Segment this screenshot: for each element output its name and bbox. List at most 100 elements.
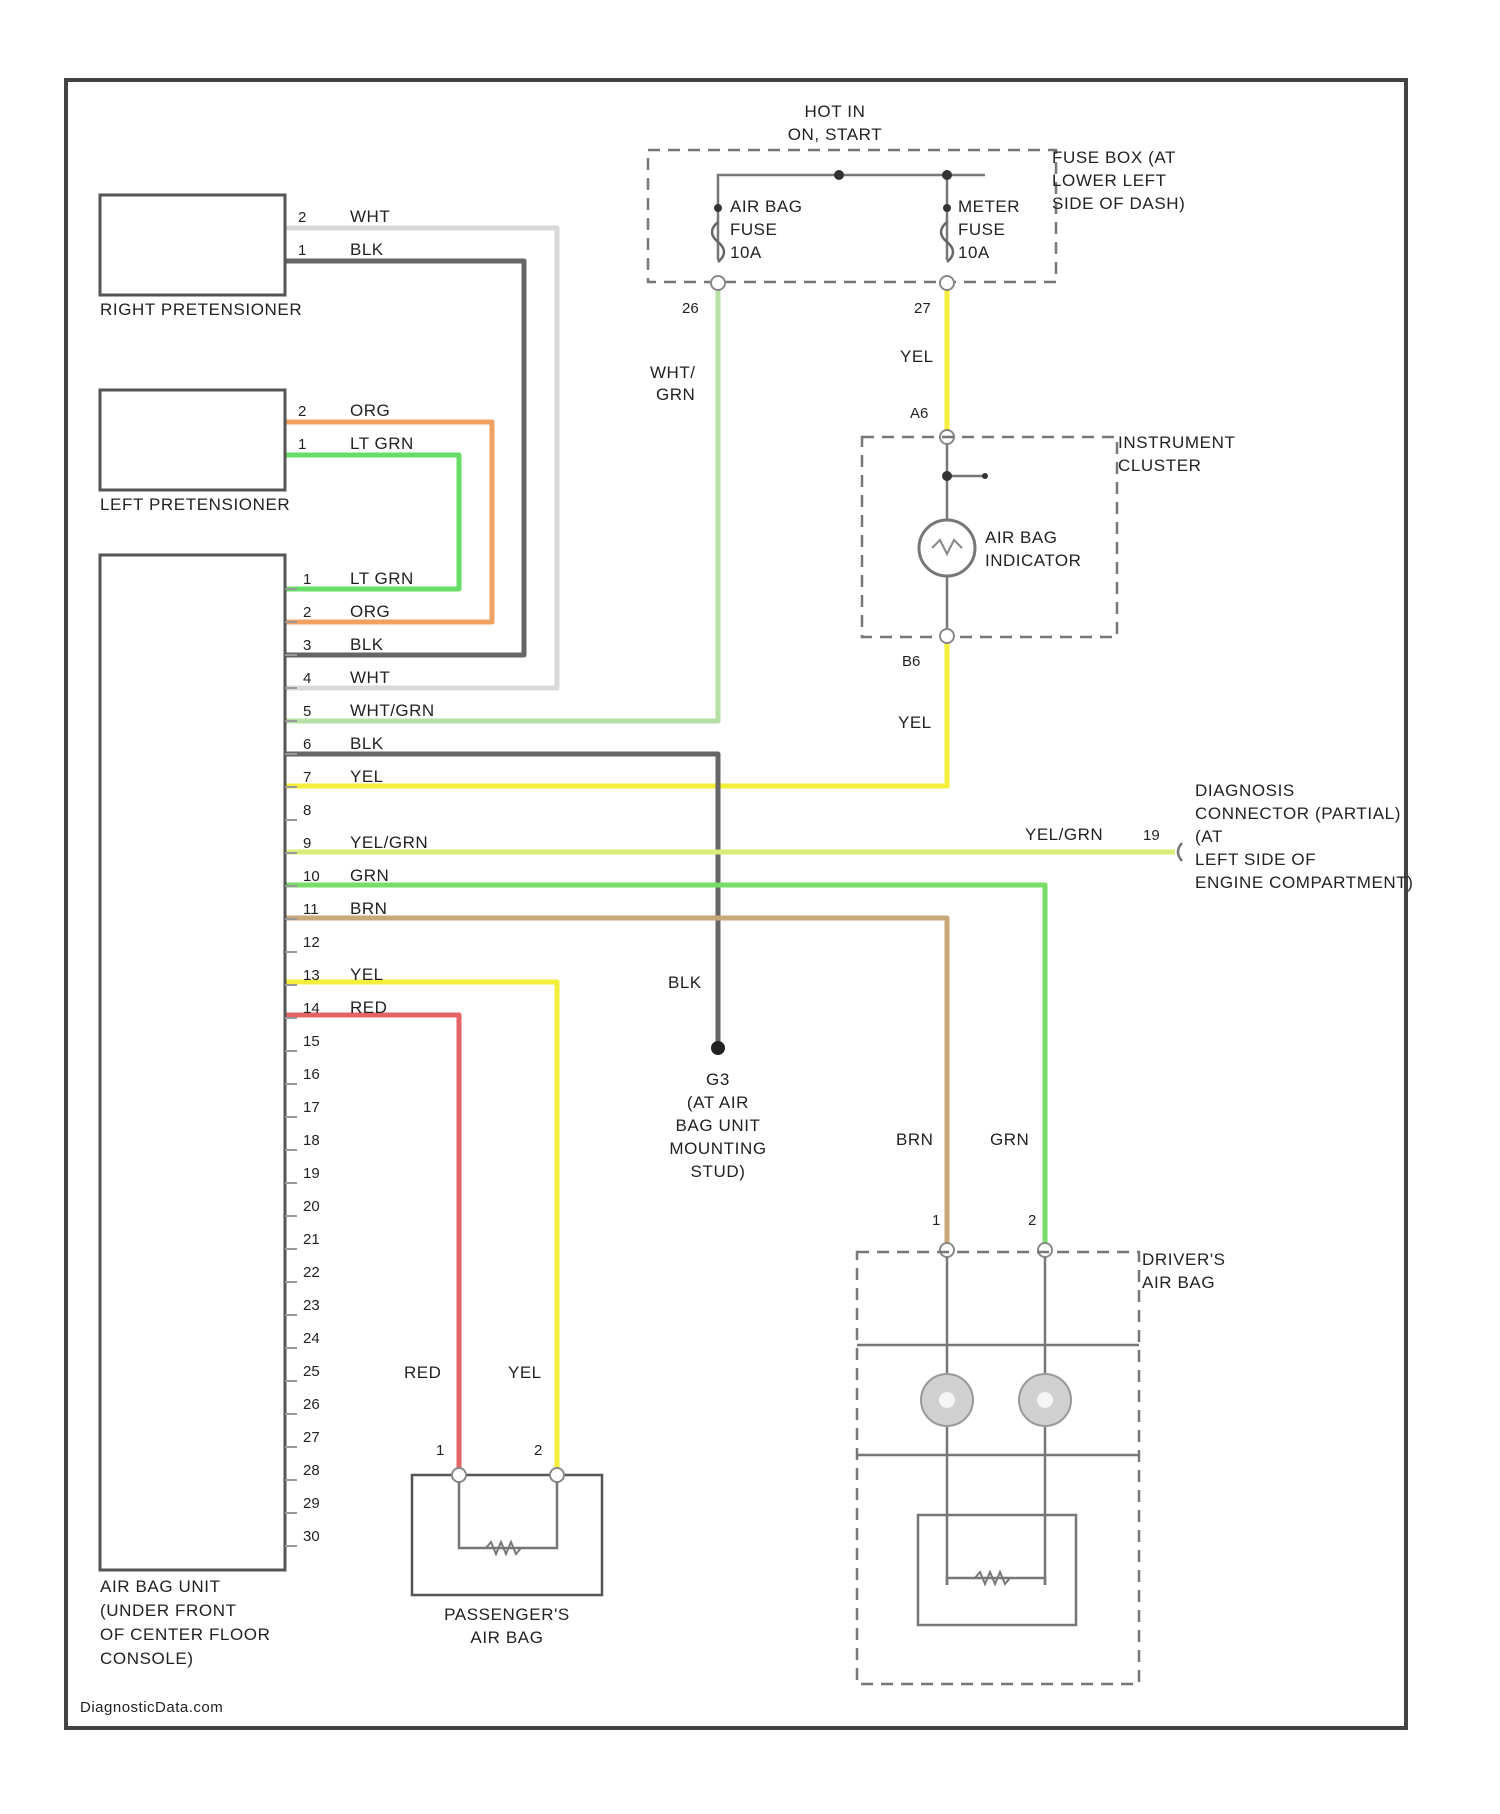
wire-right-pre-blk [285, 261, 524, 655]
unit-pin-number: 19 [303, 1165, 320, 1182]
fuse-box-label: FUSE BOX (AT [1052, 148, 1176, 167]
ground-label: (AT AIR [687, 1093, 749, 1112]
connector-pin [940, 276, 954, 290]
unit-pin-number: 3 [303, 637, 311, 654]
wire-right-pre-wht [285, 228, 557, 688]
unit-pin-number: 25 [303, 1363, 320, 1380]
cluster-label: CLUSTER [1118, 456, 1202, 475]
connector-pin [940, 629, 954, 643]
unit-pin-wire-color: BRN [350, 899, 387, 918]
diagnosis-connector-label: ENGINE COMPARTMENT) [1195, 873, 1414, 892]
unit-pin-number: 30 [303, 1528, 320, 1545]
connector-pin [711, 276, 725, 290]
driver-air-bag-outline [857, 1252, 1139, 1684]
pin-label: 1 [932, 1212, 940, 1229]
indicator-label: INDICATOR [985, 551, 1081, 570]
unit-pin-number: 15 [303, 1033, 320, 1050]
unit-pin-wire-color: YEL [350, 965, 384, 984]
cluster-junction-dot [942, 471, 952, 481]
unit-pin-wire-color: YEL/GRN [350, 833, 428, 852]
ground-label: STUD) [691, 1162, 746, 1181]
unit-pin-number: 23 [303, 1297, 320, 1314]
unit-pin-number: 26 [303, 1396, 320, 1413]
connector-pin [550, 1468, 564, 1482]
air-bag-unit-label: AIR BAG UNIT [100, 1577, 221, 1596]
instrument-cluster: A6 AIR BAG INDICATOR INSTRUMENT CLUSTER … [862, 405, 1235, 732]
unit-pin-number: 10 [303, 868, 320, 885]
fuse-label: METER [958, 197, 1020, 216]
cluster-junction-dot [982, 473, 988, 479]
on-start-label: ON, START [788, 125, 883, 144]
ground-label: MOUNTING [669, 1139, 766, 1158]
unit-pin-number: 24 [303, 1330, 320, 1347]
unit-pin-wire-color: WHT [350, 668, 390, 687]
fuse-label: 10A [730, 243, 762, 262]
wire-color-label: GRN [656, 385, 695, 404]
unit-pin-wire-color: ORG [350, 602, 390, 621]
wire-color-label: BLK [668, 973, 702, 992]
unit-pin-number: 28 [303, 1462, 320, 1479]
wire-color-label: BRN [896, 1130, 933, 1149]
diagnosis-connector-label: (AT [1195, 827, 1223, 846]
driver-air-bag: BRN GRN 1 2 DRIVER'S AIR BAG [857, 1130, 1226, 1684]
wire-color-label: RED [404, 1363, 441, 1382]
connector-pin [940, 1243, 954, 1257]
diagnosis-connector-label: LEFT SIDE OF [1195, 850, 1316, 869]
air-bag-unit-label: CONSOLE) [100, 1649, 194, 1668]
unit-pin-number: 17 [303, 1099, 320, 1116]
wire-color-label: LT GRN [350, 434, 414, 453]
unit-pin-number: 18 [303, 1132, 320, 1149]
passenger-air-bag-label: PASSENGER'S [444, 1605, 570, 1624]
driver-air-bag-label: AIR BAG [1142, 1273, 1215, 1292]
left-pretensioner: 2 1 ORG LT GRN LEFT PRETENSIONER [100, 390, 414, 514]
cluster-pin-label: A6 [910, 405, 928, 422]
wire-color-label: BLK [350, 240, 384, 259]
footer-watermark: DiagnosticData.com [80, 1699, 223, 1716]
unit-pin-wire-color: RED [350, 998, 387, 1017]
unit-pin-number: 21 [303, 1231, 320, 1248]
pin-label: 2 [298, 209, 306, 226]
wire-color-label: YEL [900, 347, 934, 366]
wire-color-label: WHT/ [650, 363, 695, 382]
bus-junction-dot [834, 170, 844, 180]
right-pretensioner: 2 1 WHT BLK RIGHT PRETENSIONER [100, 195, 390, 319]
pin-label: 2 [1028, 1212, 1036, 1229]
unit-pin-number: 2 [303, 604, 311, 621]
driver-inflator-box [918, 1515, 1076, 1625]
hot-in-label: HOT IN [805, 102, 866, 121]
air-bag-unit-box [100, 555, 285, 1570]
unit-pin-number: 14 [303, 1000, 320, 1017]
cluster-pin-label: B6 [902, 653, 920, 670]
fuse-box-label: LOWER LEFT [1052, 171, 1167, 190]
unit-pin-number: 20 [303, 1198, 320, 1215]
wire-driver-brn [285, 918, 947, 1245]
unit-pin-number: 16 [303, 1066, 320, 1083]
unit-pin-number: 5 [303, 703, 311, 720]
bus-junction-dot [942, 170, 952, 180]
unit-pin-number: 7 [303, 769, 311, 786]
air-bag-unit-label: OF CENTER FLOOR [100, 1625, 271, 1644]
unit-pin-number: 6 [303, 736, 311, 753]
diagnosis-connector: YEL/GRN 19 DIAGNOSIS CONNECTOR (PARTIAL)… [1025, 781, 1414, 892]
wire-passenger-yel [285, 982, 557, 1475]
fuse-pin-label: 26 [682, 300, 699, 317]
fuse-box-label: SIDE OF DASH) [1052, 194, 1185, 213]
air-bag-indicator-lamp-icon [919, 520, 975, 576]
wire-color-label: YEL [898, 713, 932, 732]
indicator-label: AIR BAG [985, 528, 1057, 547]
pin-label: 1 [436, 1442, 444, 1459]
spiral-cable-contact-icon [1037, 1392, 1053, 1408]
wire-color-label: ORG [350, 401, 390, 420]
fuse-box-outline [648, 150, 1056, 282]
fuse-label: FUSE [958, 220, 1005, 239]
fuse-label: FUSE [730, 220, 777, 239]
ground-label: BAG UNIT [675, 1116, 760, 1135]
unit-pin-wire-color: BLK [350, 635, 384, 654]
diagnosis-connector-label: DIAGNOSIS [1195, 781, 1295, 800]
unit-pin-wire-color: YEL [350, 767, 384, 786]
pin-label: 2 [298, 403, 306, 420]
wire-color-label: WHT [350, 207, 390, 226]
unit-pin-number: 9 [303, 835, 311, 852]
unit-pin-number: 29 [303, 1495, 320, 1512]
